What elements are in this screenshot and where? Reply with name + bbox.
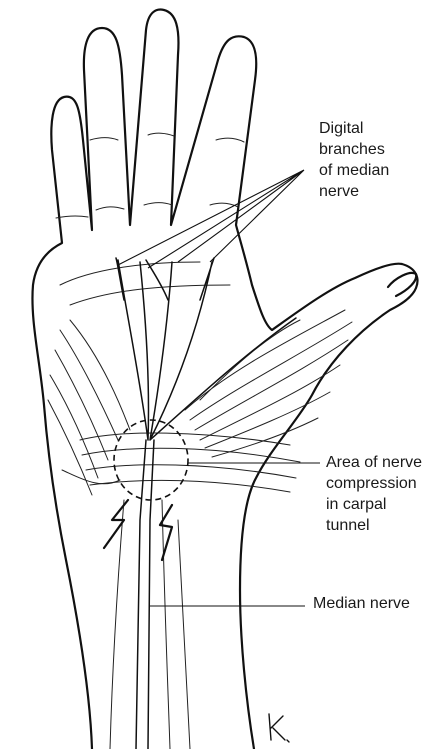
hypothenar-muscle-fibers	[48, 320, 130, 495]
illustrator-signature	[263, 710, 293, 746]
pain-mark-left	[104, 500, 128, 548]
median-nerve	[136, 440, 154, 749]
label-median-nerve: Median nerve	[313, 593, 410, 614]
leader-digital-branches	[118, 170, 304, 268]
pain-mark-right	[160, 505, 172, 560]
thumb-nail	[388, 273, 416, 296]
label-digital-branches: Digital branches of median nerve	[319, 118, 389, 202]
label-compression-area: Area of nerve compression in carpal tunn…	[326, 452, 422, 536]
